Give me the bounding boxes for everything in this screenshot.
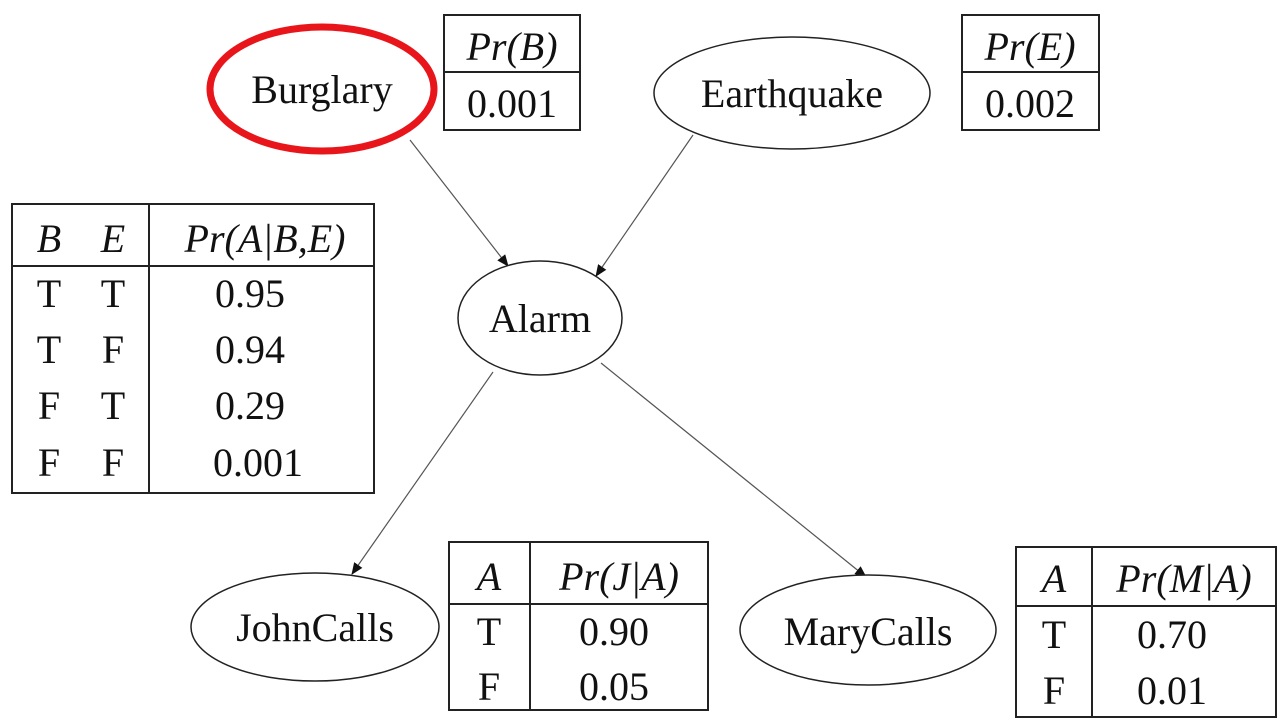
- cpt-burglary-table: Pr(B) 0.001: [443, 14, 581, 131]
- cpt-alarm-table: B E Pr(A|B,E) T T 0.95 T F 0.94 F T 0.29…: [11, 203, 375, 494]
- highlight-ellipse: [206, 23, 438, 155]
- table-cell: T: [101, 383, 125, 428]
- table-cell: F: [38, 440, 60, 485]
- node-burglary[interactable]: Burglary: [206, 23, 438, 155]
- table-header: Pr(M|A): [1115, 556, 1251, 601]
- node-label: Burglary: [251, 67, 392, 112]
- table-cell: 0.001: [467, 81, 557, 126]
- cpt-earthquake-table: Pr(E) 0.002: [961, 14, 1100, 131]
- table-cell: F: [1043, 668, 1065, 713]
- table-cell: F: [38, 383, 60, 428]
- node-label: MaryCalls: [784, 609, 953, 654]
- cpt-marycalls-table: A Pr(M|A) T 0.70 F 0.01: [1015, 546, 1277, 718]
- table-cell: 0.002: [985, 81, 1075, 126]
- table-header: A: [1039, 556, 1067, 601]
- table-cell: 0.001: [213, 440, 303, 485]
- table-header: B: [37, 216, 61, 261]
- table-cell: T: [37, 327, 61, 372]
- table-header: E: [100, 216, 125, 261]
- table-header: Pr(B): [465, 24, 557, 69]
- node-label: Earthquake: [701, 71, 883, 116]
- node-label: Alarm: [489, 296, 591, 341]
- node-alarm[interactable]: Alarm: [457, 260, 623, 376]
- table-cell: T: [37, 271, 61, 316]
- table-cell: T: [477, 609, 501, 654]
- edge-alarm-johncalls: [351, 371, 494, 575]
- node-earthquake[interactable]: Earthquake: [653, 36, 931, 150]
- edge-alarm-marycalls: [600, 362, 867, 578]
- table-cell: 0.70: [1137, 612, 1207, 657]
- table-header: Pr(J|A): [558, 554, 679, 599]
- table-header: Pr(A|B,E): [184, 216, 346, 261]
- table-cell: 0.95: [215, 271, 285, 316]
- table-cell: F: [102, 440, 124, 485]
- table-cell: 0.94: [215, 327, 285, 372]
- node-label: JohnCalls: [236, 605, 394, 650]
- node-johncalls[interactable]: JohnCalls: [190, 572, 440, 682]
- table-header: Pr(E): [983, 24, 1075, 69]
- node-marycalls[interactable]: MaryCalls: [739, 574, 997, 686]
- table-cell: F: [102, 327, 124, 372]
- edge-earthquake-alarm: [595, 134, 694, 277]
- cpt-johncalls-table: A Pr(J|A) T 0.90 F 0.05: [448, 541, 709, 711]
- table-cell: T: [101, 271, 125, 316]
- table-cell: 0.01: [1137, 668, 1207, 713]
- edge-burglary-alarm: [409, 139, 509, 267]
- table-cell: 0.29: [215, 383, 285, 428]
- table-header: A: [474, 554, 502, 599]
- table-cell: 0.05: [579, 664, 649, 709]
- table-cell: T: [1042, 612, 1066, 657]
- table-cell: 0.90: [579, 609, 649, 654]
- table-cell: F: [478, 664, 500, 709]
